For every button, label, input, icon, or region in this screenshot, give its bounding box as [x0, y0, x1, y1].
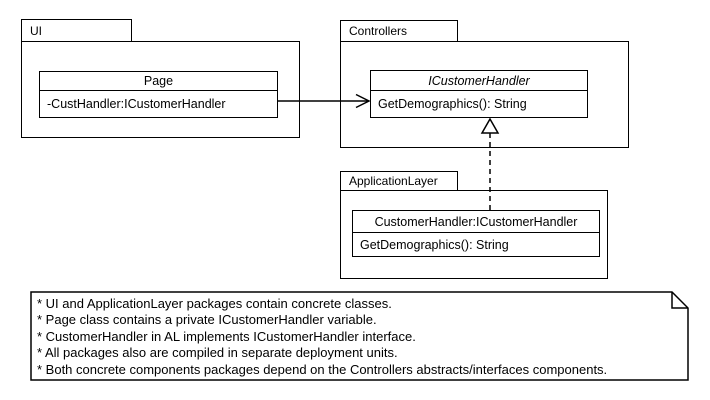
- class-method-getdemographics-interface: GetDemographics(): String: [378, 97, 527, 111]
- class-box-customerhandler: CustomerHandler:ICustomerHandler GetDemo…: [352, 210, 600, 257]
- class-method-getdemographics-impl: GetDemographics(): String: [360, 237, 509, 252]
- note-fold-icon: [671, 292, 688, 309]
- note-line: * CustomerHandler in AL implements ICust…: [37, 328, 416, 344]
- class-box-page: Page -CustHandler:ICustomerHandler: [39, 71, 278, 118]
- class-attribute-custhandler: -CustHandler:ICustomerHandler: [47, 97, 226, 111]
- package-tab-applicationlayer: ApplicationLayer: [340, 171, 458, 190]
- package-label-applicationlayer: ApplicationLayer: [349, 174, 438, 188]
- class-title-page: Page: [40, 72, 277, 91]
- package-label-controllers: Controllers: [349, 24, 408, 38]
- note-line: * All packages also are compiled in sepa…: [37, 345, 398, 361]
- note-line: * UI and ApplicationLayer packages conta…: [37, 296, 392, 311]
- class-box-icustomerhandler: ICustomerHandler GetDemographics(): Stri…: [370, 70, 588, 118]
- package-tab-ui: UI: [21, 19, 132, 41]
- class-title-customerhandler: CustomerHandler:ICustomerHandler: [353, 211, 599, 233]
- note-line: * Both concrete components packages depe…: [37, 361, 608, 377]
- note-line: * Page class contains a private ICustome…: [37, 312, 377, 328]
- package-tab-controllers: Controllers: [340, 20, 458, 41]
- class-title-icustomerhandler: ICustomerHandler: [371, 71, 587, 91]
- note-text-block: * UI and ApplicationLayer packages conta…: [37, 296, 607, 378]
- package-label-ui: UI: [30, 23, 42, 38]
